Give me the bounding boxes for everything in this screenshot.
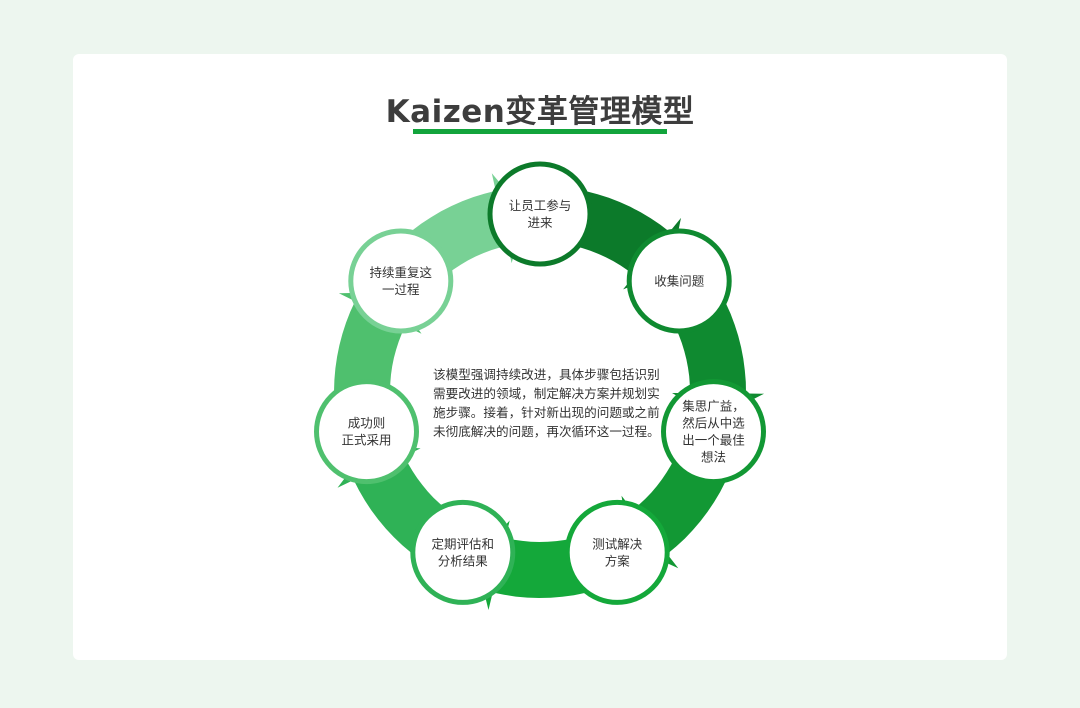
page-title: Kaizen变革管理模型 [385,94,695,130]
cycle-node-label: 想法 [701,450,726,465]
cycle-node-circle [626,228,732,334]
cycle-node-label: 正式采用 [341,433,391,448]
cycle-node-circle [348,228,454,334]
cycle-node-label: 成功则 [348,416,386,431]
cycle-node-circle [314,379,419,485]
cycle-node-label: 进来 [527,215,553,230]
cycle-nodes: 让员工参与进来收集问题集思广益，然后从中选出一个最佳想法测试解决方案定期评估和分… [314,161,766,605]
cycle-node-label: 方案 [605,553,631,568]
cycle-node-label: 然后从中选 [682,416,745,431]
cycle-node-label: 集思广益， [682,399,745,414]
cycle-node-label: 定期评估和 [432,536,495,551]
cycle-node-label: 出一个最佳 [682,433,745,448]
title-underline [413,129,667,134]
cycle-node-label: 测试解决 [592,536,643,551]
model-description: 该模型强调持续改进，具体步骤包括识别需要改进的领域，制定解决方案并规划实施步骤。… [433,367,660,439]
cycle-node-label: 持续重复这 [370,265,433,280]
cycle-node-label: 一过程 [382,282,420,297]
cycle-node-label: 让员工参与 [509,198,572,213]
cycle-node: 收集问题 [626,228,732,334]
cycle-node-circle [564,499,670,605]
cycle-node-circle [661,379,766,485]
cycle-node-circle [487,161,593,267]
cycle-node-circle [410,499,516,605]
cycle-node-label: 收集问题 [654,274,705,289]
cycle-node-label: 分析结果 [438,553,489,568]
